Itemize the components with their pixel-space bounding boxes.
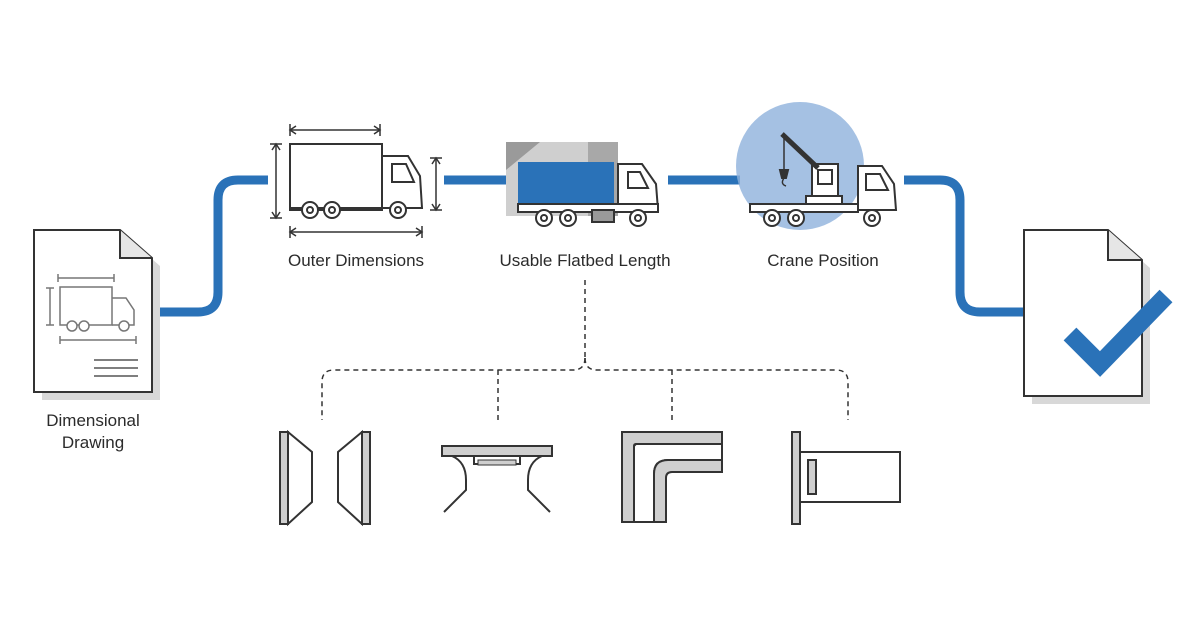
checkmark-document-icon [1023,229,1173,404]
step-label-dimensional-drawing: Dimensional Drawing [46,410,140,454]
truck-dimensions-icon [270,124,442,238]
connector-drawing-to-outer [152,175,268,317]
flatbed-truck-icon [506,142,660,227]
process-connectors [152,175,1024,317]
connector-crane-to-approved [904,175,1024,317]
crane-truck-icon [736,102,898,230]
step-label-outer-dimensions: Outer Dimensions [287,251,425,270]
headboard-profile-icon [441,445,553,513]
step-label-crane-position: Crane Position [767,251,879,270]
document-drawing-icon [33,229,160,400]
corner-angle-icon [621,431,723,523]
step-label-line2: Drawing [61,433,125,452]
tapered-panels-icon [279,429,371,527]
stake-pocket-icon [791,431,901,525]
step-label-usable-flatbed-length: Usable Flatbed Length [499,251,671,270]
step-label-line1: Dimensional [46,411,140,430]
detail-bracket [321,280,849,420]
